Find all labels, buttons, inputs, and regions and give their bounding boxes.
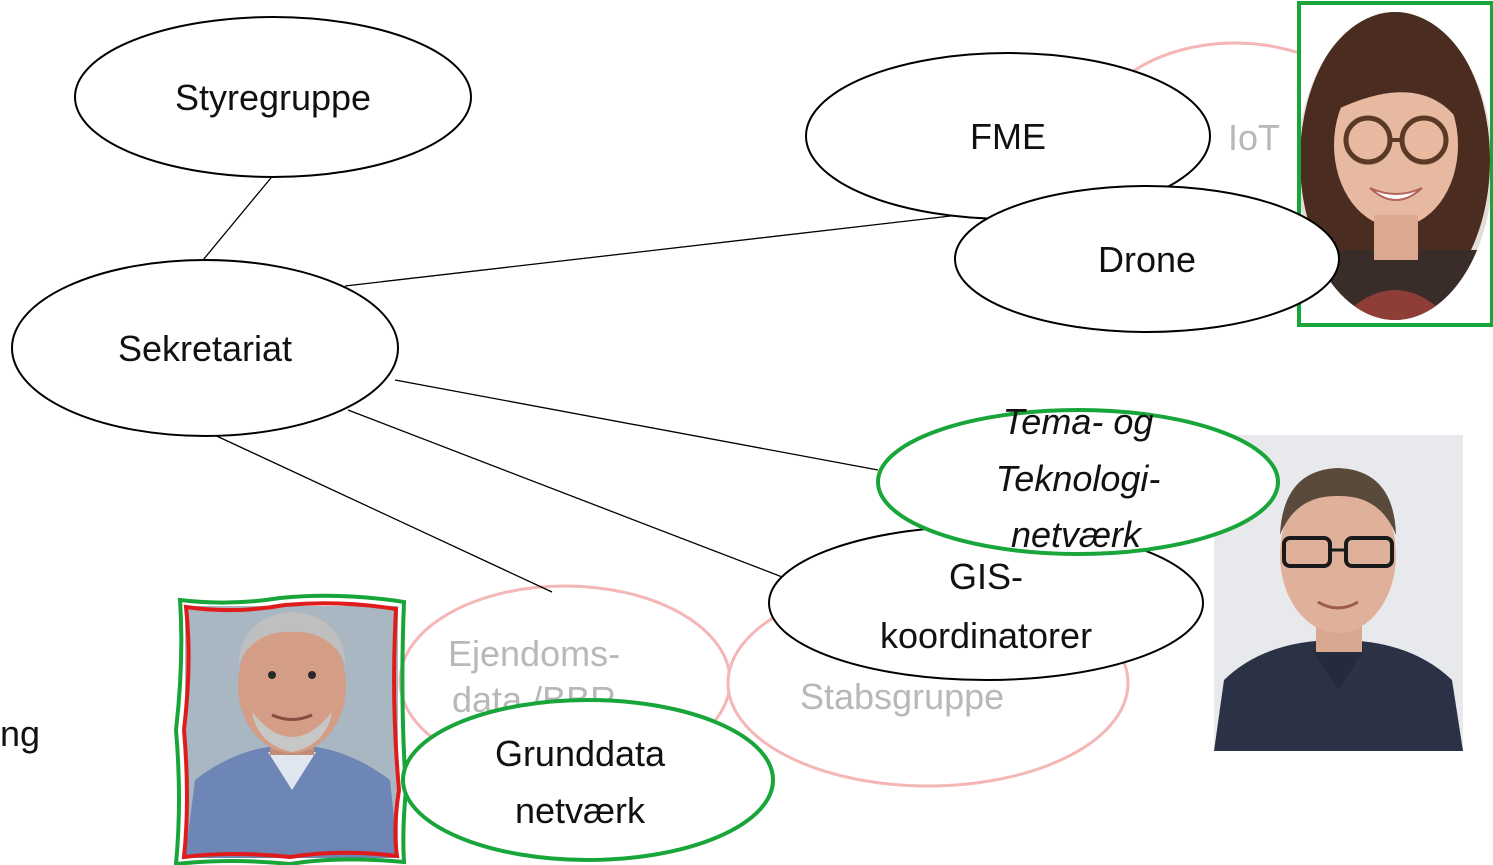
- grunddata-label-2: netværk: [515, 790, 646, 831]
- styregruppe-node[interactable]: [74, 16, 472, 178]
- drone-label: Drone: [1098, 239, 1196, 280]
- edge-sekretariat-drone: [344, 211, 986, 287]
- edge-sekretariat-gis: [347, 409, 791, 581]
- side-text-fragment: ng: [0, 713, 40, 754]
- gis-label-1: GIS-: [949, 556, 1023, 597]
- tema-label-2: Teknologi-: [996, 458, 1161, 499]
- iot-label: IoT: [1228, 117, 1280, 158]
- ejendomsdata-label-1: Ejendoms-: [448, 633, 620, 674]
- drone-node[interactable]: [954, 185, 1340, 333]
- grunddata-label-1: Grunddata: [495, 733, 666, 774]
- grunddata-node[interactable]: [401, 698, 775, 862]
- stabsgruppe-label: Stabsgruppe: [800, 676, 1004, 717]
- edge-sekretariat-ejendom: [207, 431, 553, 593]
- photo-man-left: [173, 593, 409, 865]
- edge-styregruppe-sekretariat: [202, 172, 276, 261]
- tema-label-1: Tema- og: [1003, 401, 1154, 442]
- gis-label-2: koordinatorer: [880, 615, 1092, 656]
- styregruppe-label: Styregruppe: [175, 77, 371, 118]
- sekretariat-label: Sekretariat: [118, 328, 292, 369]
- sekretariat-node[interactable]: [11, 259, 399, 437]
- tema-label-3: netværk: [1011, 514, 1143, 555]
- edge-sekretariat-tema: [394, 379, 879, 471]
- tema-teknologi-node[interactable]: [876, 408, 1280, 556]
- fme-label: FME: [970, 116, 1046, 157]
